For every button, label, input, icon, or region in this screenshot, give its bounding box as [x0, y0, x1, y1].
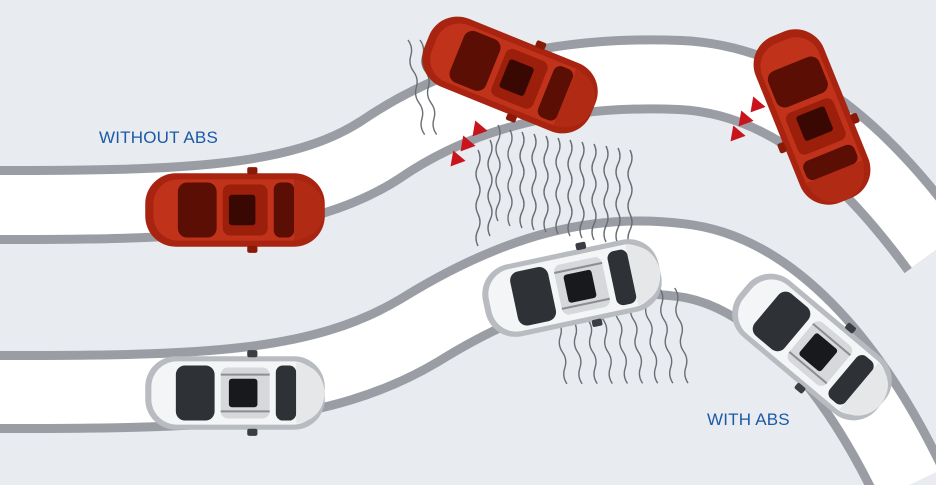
label-with-abs: WITH ABS [707, 410, 790, 429]
label-without-abs: WITHOUT ABS [99, 128, 219, 147]
car-without-abs-1 [145, 167, 325, 253]
car-with-abs-1 [144, 349, 326, 437]
